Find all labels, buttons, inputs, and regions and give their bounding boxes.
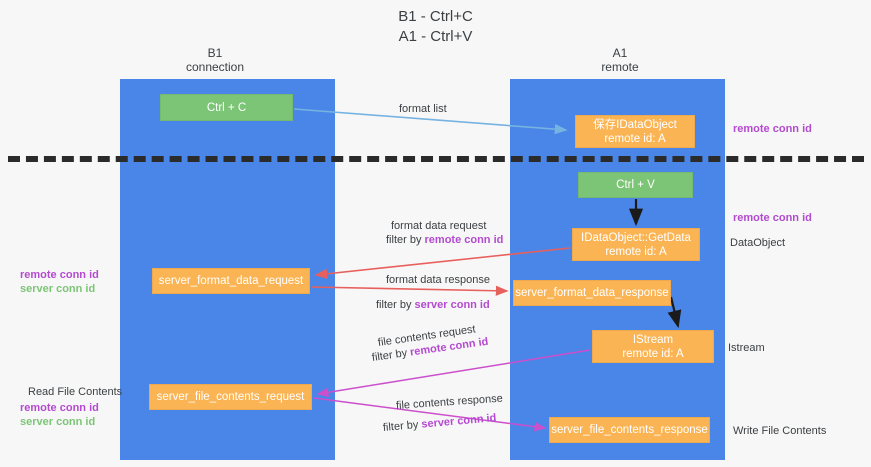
edge-label-format-data-response: format data response (386, 274, 490, 286)
annotation-left-conn-ids-2: remote conn id server conn id (20, 401, 120, 429)
column-header-b1: B1 connection (150, 46, 280, 74)
annotation-right-remote-conn-id-mid: remote conn id (733, 212, 812, 224)
arrow-format-data-response (311, 285, 509, 296)
node-server-format-data-response[interactable]: server_format_data_response (513, 280, 671, 306)
page-title: B1 - Ctrl+C A1 - Ctrl+V (0, 7, 871, 47)
annotation-left-conn-ids: remote conn id server conn id (20, 268, 120, 296)
title-line-2: A1 - Ctrl+V (398, 28, 473, 45)
node-ctrl-v[interactable]: Ctrl + V (578, 172, 693, 198)
phase-divider (8, 156, 864, 162)
node-istream-remote-id: remote id: A (622, 347, 684, 360)
node-ctrl-c[interactable]: Ctrl + C (160, 94, 293, 121)
arrow-response-to-istream (667, 296, 682, 329)
filter-key-remote-conn-id: remote conn id (424, 234, 504, 246)
filter-prefix: filter by (386, 234, 425, 246)
edge-label-format-list: format list (399, 103, 447, 115)
column-a1-name: A1 (612, 46, 628, 60)
filter-prefix: filter by (382, 418, 422, 434)
node-server-file-contents-response[interactable]: server_file_contents_response (549, 417, 710, 443)
annotation-left-server-conn-id: server conn id (20, 283, 96, 295)
title-line-1: B1 - Ctrl+C (398, 8, 473, 25)
node-getdata-title: IDataObject::GetData (581, 231, 691, 244)
node-save-idataobject-remote-id: remote id: A (604, 132, 666, 145)
arrow-format-list (293, 108, 568, 135)
annotation-right-dataobject: DataObject (730, 237, 786, 249)
annotation-right-write-file-contents: Write File Contents (733, 425, 827, 437)
node-ctrl-c-label: Ctrl + C (206, 101, 247, 114)
arrow-format-data-request (314, 247, 571, 279)
arrow-file-contents-response (313, 397, 547, 432)
node-save-idataobject-title: 保存IDataObject (593, 118, 677, 131)
node-server-file-contents-request-label: server_file_contents_request (156, 391, 305, 403)
annotation-left-server-conn-id-2: server conn id (20, 416, 96, 428)
column-b1-sub: connection (185, 60, 245, 74)
annotation-left-remote-conn-id-2: remote conn id (20, 402, 99, 414)
edge-label-format-data-response-filter: filter by server conn id (376, 298, 490, 312)
node-server-format-data-request-label: server_format_data_request (158, 275, 304, 287)
edge-label-format-data-request-filter: filter by remote conn id (386, 233, 503, 247)
node-server-file-contents-response-label: server_file_contents_response (551, 424, 708, 436)
node-getdata-remote-id: remote id: A (605, 245, 667, 258)
filter-prefix: filter by (376, 299, 415, 311)
annotation-right-remote-conn-id-top: remote conn id (733, 123, 812, 135)
node-server-format-data-response-label: server_format_data_response (515, 287, 669, 299)
edge-label-format-data-request: format data request (391, 220, 487, 232)
column-a1-sub: remote (601, 60, 639, 74)
node-istream-title: IStream (632, 333, 674, 346)
node-ctrl-v-label: Ctrl + V (616, 179, 655, 191)
filter-key-server-conn-id: server conn id (414, 299, 490, 311)
node-idataobject-getdata[interactable]: IDataObject::GetData remote id: A (572, 228, 700, 261)
column-b1-name: B1 (207, 46, 223, 60)
node-server-file-contents-request[interactable]: server_file_contents_request (149, 384, 312, 410)
node-server-format-data-request[interactable]: server_format_data_request (152, 268, 310, 294)
node-istream[interactable]: IStream remote id: A (592, 330, 714, 363)
node-save-idataobject[interactable]: 保存IDataObject remote id: A (575, 115, 695, 148)
annotation-left-remote-conn-id: remote conn id (20, 269, 99, 281)
arrow-file-contents-request (316, 349, 591, 398)
annotation-left-read-file-contents: Read File Contents (28, 386, 123, 398)
annotation-right-istream: Istream (728, 342, 765, 354)
column-header-a1: A1 remote (555, 46, 685, 74)
